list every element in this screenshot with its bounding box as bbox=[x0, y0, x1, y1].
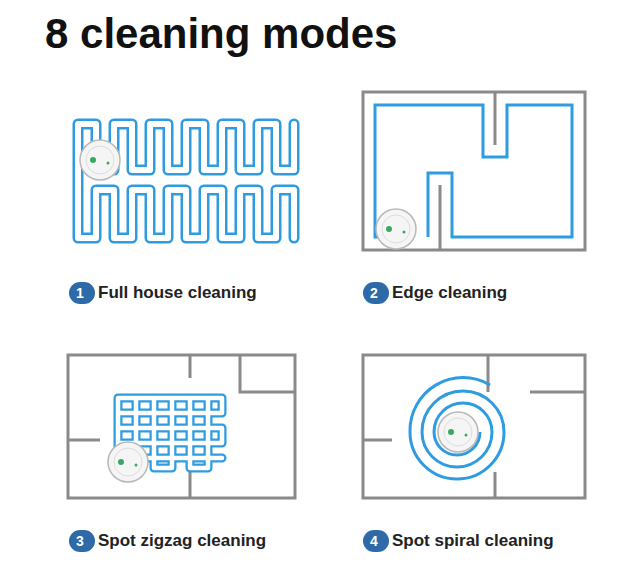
path-inner bbox=[78, 124, 294, 238]
mode-caption: Full house cleaning bbox=[98, 282, 257, 304]
robot bbox=[108, 442, 148, 482]
full-house-path bbox=[78, 124, 294, 238]
callout-number: 1 bbox=[69, 282, 95, 304]
robot bbox=[438, 412, 478, 452]
number-text: 4 bbox=[363, 530, 385, 552]
title-text: 8 cleaning modes bbox=[45, 10, 397, 58]
mode-caption: Spot spiral cleaning bbox=[392, 530, 554, 552]
mode-caption: Spot zigzag cleaning bbox=[98, 530, 266, 552]
callout-number: 4 bbox=[363, 530, 389, 552]
floor-plan bbox=[68, 355, 295, 498]
number-text: 2 bbox=[363, 282, 385, 304]
path-outer bbox=[78, 124, 294, 238]
number-text: 1 bbox=[69, 282, 91, 304]
robot bbox=[376, 209, 416, 249]
callout-number: 3 bbox=[69, 530, 95, 552]
floor-plan bbox=[363, 92, 585, 250]
spiral-path bbox=[410, 378, 504, 479]
callout-number: 2 bbox=[363, 282, 389, 304]
mode-caption: Edge cleaning bbox=[392, 282, 507, 304]
robot bbox=[80, 140, 120, 180]
number-text: 3 bbox=[69, 530, 91, 552]
floor-plan bbox=[363, 355, 585, 498]
